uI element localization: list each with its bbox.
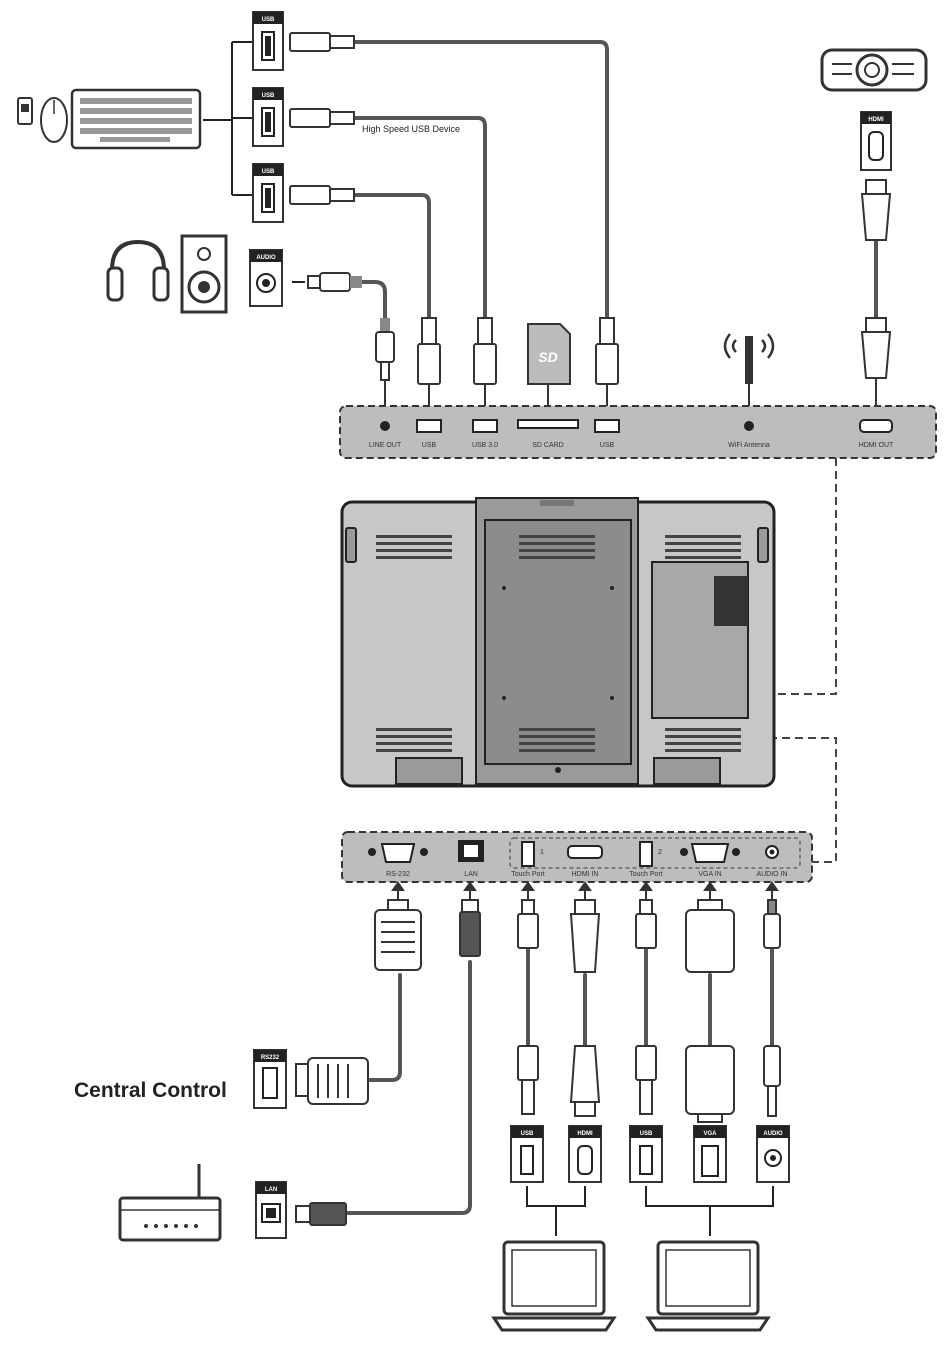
laptop-1-hdmi-port: HDMI bbox=[568, 1125, 602, 1183]
audio-out-port: AUDIO bbox=[249, 249, 283, 307]
usb-tag: USB bbox=[262, 169, 275, 175]
laptop-2-vga-port: VGA bbox=[693, 1125, 727, 1183]
rs232-tag: RS232 bbox=[261, 1055, 280, 1061]
lan-plug bbox=[459, 899, 481, 957]
hdmi-tag: HDMI bbox=[577, 1131, 593, 1137]
port-label-vga-in: VGA IN bbox=[698, 871, 721, 878]
usb-tag: USB bbox=[521, 1131, 534, 1137]
top-cables bbox=[203, 40, 878, 327]
port-label-wifi-antenna: WiFi Antenna bbox=[728, 442, 770, 449]
group-number-2: 2 bbox=[658, 849, 662, 856]
laptop-icon-2 bbox=[645, 1240, 771, 1332]
laptop-2-audio-port: AUDIO bbox=[756, 1125, 790, 1183]
port-label-audio-in: AUDIO IN bbox=[756, 871, 787, 878]
usb-plug-vertical-3 bbox=[595, 317, 619, 385]
lan-wall-port: LAN bbox=[255, 1181, 287, 1239]
audio-jack-plug-horizontal bbox=[307, 272, 362, 292]
bottom-cables bbox=[343, 948, 774, 1215]
vga-plug bbox=[685, 899, 735, 1123]
mouse-icon bbox=[40, 97, 68, 143]
port-label-hdmi-out: HDMI OUT bbox=[859, 442, 894, 449]
router-icon bbox=[118, 1164, 222, 1242]
port-label-lan: LAN bbox=[464, 871, 478, 878]
speaker-icon bbox=[180, 234, 228, 314]
port-label-line-out: LINE OUT bbox=[369, 442, 402, 449]
port-label-usb3: USB 3.0 bbox=[472, 442, 498, 449]
usb-plug-horizontal bbox=[289, 32, 355, 205]
usb-device-port-2: USB bbox=[252, 87, 284, 147]
usb-tag: USB bbox=[640, 1131, 653, 1137]
lan-plug-horizontal bbox=[295, 1202, 347, 1226]
port-label-rs232: RS-232 bbox=[386, 871, 410, 878]
hdmi-plug-top bbox=[860, 179, 892, 408]
svg-text:SD: SD bbox=[538, 349, 557, 365]
top-port-panel: LINE OUT USB USB 3.0 SD CARD USB WiFi An… bbox=[339, 405, 937, 459]
group-number-1: 1 bbox=[540, 849, 544, 856]
laptop-icon-1 bbox=[491, 1240, 617, 1332]
central-control-label: Central Control bbox=[74, 1079, 227, 1102]
laptop-2-usb-port: USB bbox=[629, 1125, 663, 1183]
lan-tag: LAN bbox=[265, 1187, 277, 1193]
hdmi-plug-in bbox=[569, 899, 601, 1117]
audio-in-plug bbox=[763, 899, 781, 1117]
usb-device-port-3: USB bbox=[252, 163, 284, 223]
dashed-link-top bbox=[748, 458, 837, 695]
usb-tag: USB bbox=[262, 17, 275, 23]
bottom-port-panel: 1 2 RS-232 LAN Touch Port HDMI IN Touch … bbox=[341, 831, 813, 883]
audio-tag: AUDIO bbox=[763, 1131, 783, 1137]
rs232-plug bbox=[374, 899, 422, 971]
vga-tag: VGA bbox=[703, 1131, 717, 1137]
usb-device-port-1: USB bbox=[252, 11, 284, 71]
port-label-usb: USB bbox=[600, 442, 615, 449]
audio-jack-plug-vertical bbox=[375, 318, 395, 392]
port-label-sd-card: SD CARD bbox=[532, 442, 564, 449]
port-label-hdmi-in: HDMI IN bbox=[572, 871, 599, 878]
usb-plug-vertical-1 bbox=[417, 317, 441, 385]
usb-plug-touch-1 bbox=[517, 899, 539, 1115]
dashed-link-bottom bbox=[730, 737, 837, 863]
laptop-bracket-lines bbox=[526, 1186, 774, 1236]
usb-tag: USB bbox=[262, 93, 275, 99]
port-label-touch-port-2: Touch Port bbox=[629, 871, 663, 878]
rs232-plug-horizontal bbox=[295, 1057, 369, 1105]
projector-icon bbox=[820, 48, 928, 92]
bottom-panel-arrows bbox=[391, 881, 779, 900]
headphones-icon bbox=[106, 239, 170, 302]
usb-plug-vertical-2 bbox=[473, 317, 497, 385]
high-speed-usb-label: High Speed USB Device bbox=[362, 124, 460, 134]
hdmi-tag: HDMI bbox=[868, 117, 884, 123]
port-label-usb: USB bbox=[422, 442, 437, 449]
projector-hdmi-port: HDMI bbox=[860, 111, 892, 171]
display-rear-view bbox=[340, 497, 776, 788]
laptop-1-usb-port: USB bbox=[510, 1125, 544, 1183]
usb-plug-touch-2 bbox=[635, 899, 657, 1115]
rs232-wall-port: RS232 bbox=[253, 1049, 287, 1109]
audio-tag: AUDIO bbox=[256, 255, 276, 261]
port-label-touch-port-1: Touch Port bbox=[511, 871, 545, 878]
keyboard-mouse-group bbox=[17, 88, 202, 150]
sd-card-icon: SD bbox=[527, 323, 571, 408]
wifi-antenna-icon bbox=[723, 333, 775, 408]
